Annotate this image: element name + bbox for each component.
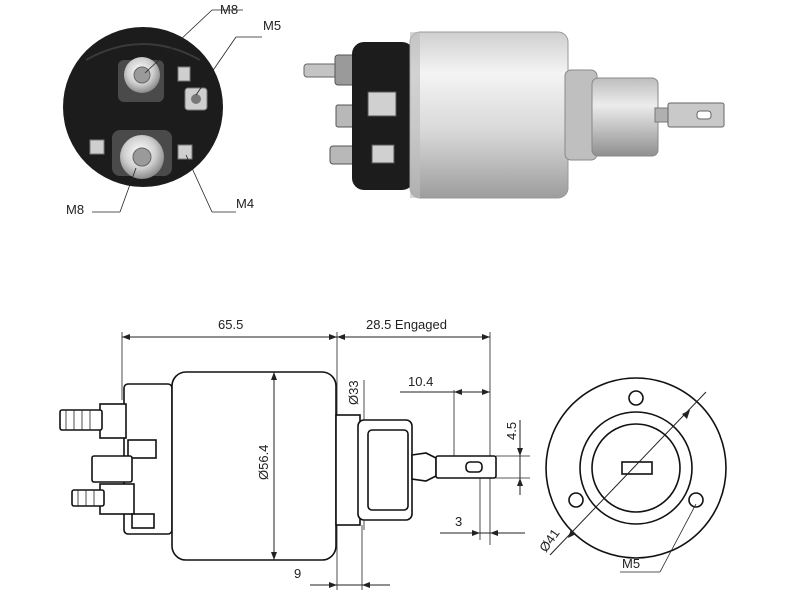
dim-tab-width: 4.5	[504, 422, 519, 440]
terminal-m4	[177, 144, 193, 160]
stud-upper	[303, 63, 339, 78]
terminal-outline-upper	[99, 403, 127, 439]
mount-hole-left	[568, 492, 584, 508]
photo-side-view	[303, 31, 725, 199]
dim-diameter-body: Ø56.4	[256, 445, 271, 480]
terminal-m8-lower	[112, 130, 172, 179]
dim-bolt-circle: Ø41	[536, 526, 562, 555]
callout-m4: M4	[236, 196, 254, 211]
spade-terminal-left	[89, 139, 105, 155]
label-mount-thread: M5	[622, 556, 640, 571]
drawing-front-view: Ø41 M5	[536, 377, 727, 573]
mount-hole-right	[688, 492, 704, 508]
spade-terminal-upper	[177, 66, 191, 82]
photo-plunger	[591, 77, 659, 157]
dim-tab-length: 10.4	[408, 374, 433, 389]
mount-hole-top	[628, 390, 644, 406]
spade-outline-upper	[127, 439, 157, 459]
body-outline	[171, 371, 337, 561]
terminal-outline-lower	[99, 483, 135, 515]
callout-m8-bottom: M8	[66, 202, 84, 217]
dim-engaged: 28.5 Engaged	[366, 317, 447, 332]
flange-outline	[335, 414, 361, 526]
callout-m5: M5	[263, 18, 281, 33]
photo-tab	[667, 102, 725, 128]
dim-tab-thickness: 3	[455, 514, 462, 529]
terminal-m8-upper	[118, 57, 164, 102]
front-tab	[621, 461, 653, 475]
photo-end-view: M8 M5 M8 M4	[63, 2, 281, 217]
drawing-side-view: 65.5 28.5 Engaged Ø56.4 Ø33	[59, 317, 530, 590]
dim-body-length: 65.5	[218, 317, 243, 332]
dim-flange: 9	[294, 566, 301, 581]
dim-diameter-plunger: Ø33	[346, 380, 361, 405]
callout-m8-top: M8	[220, 2, 238, 17]
photo-body	[409, 31, 569, 199]
